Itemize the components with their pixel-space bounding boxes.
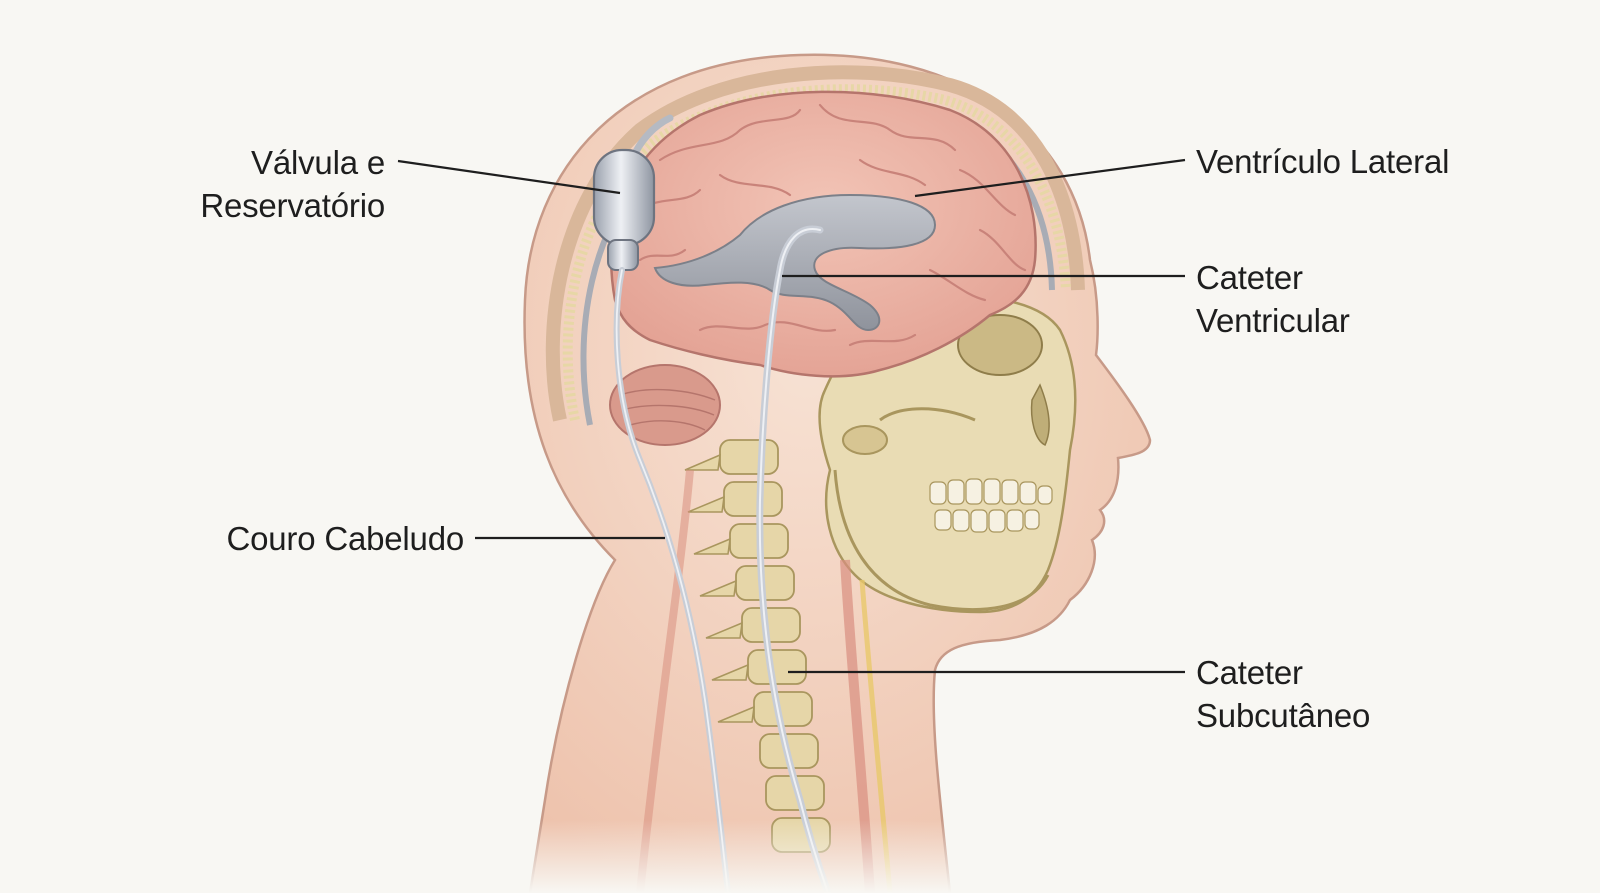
leader-valve <box>397 159 621 195</box>
label-scalp: Couro Cabeludo <box>190 517 464 560</box>
ventricular-catheter-highlight <box>758 228 829 893</box>
label-lateral-ventricle-line1: Ventrículo Lateral <box>1196 143 1450 180</box>
scalp-layer <box>545 65 1085 422</box>
label-subcutaneous-catheter: Cateter Subcutâneo <box>1196 651 1370 737</box>
bottom-fade <box>0 820 1600 893</box>
jaw-joint <box>842 425 888 455</box>
leader-lateral-ventricle <box>914 158 1186 198</box>
lateral-ventricle <box>653 193 937 332</box>
cerebellum-folia <box>619 388 716 431</box>
nasal-cavity <box>1030 383 1050 447</box>
label-valve-line1: Válvula e <box>251 144 385 181</box>
label-scalp-line1: Couro Cabeludo <box>226 520 464 557</box>
spinous-processes <box>684 453 755 723</box>
valve-reservoir <box>592 148 656 247</box>
eye-socket <box>957 314 1043 376</box>
label-ventricular-catheter: Cateter Ventricular <box>1196 256 1350 342</box>
neck-muscle <box>636 469 694 893</box>
leader-lines <box>397 158 1186 674</box>
mandible <box>833 469 1050 611</box>
label-valve-line2: Reservatório <box>200 187 385 224</box>
label-subcutaneous-catheter-line1: Cateter <box>1196 654 1303 691</box>
skull-face <box>818 295 1077 614</box>
zygomatic-arch <box>879 407 976 422</box>
label-subcutaneous-catheter-line2: Subcutâneo <box>1196 697 1371 734</box>
label-lateral-ventricle: Ventrículo Lateral <box>1196 140 1449 183</box>
teeth <box>929 478 1053 533</box>
label-valve-reservoir: Válvula e Reservatório <box>170 141 385 227</box>
label-ventricular-catheter-line2: Ventricular <box>1196 302 1350 339</box>
label-ventricular-catheter-line1: Cateter <box>1196 259 1303 296</box>
subcutaneous-catheter-highlight <box>615 269 729 893</box>
valve-connector <box>607 239 639 271</box>
